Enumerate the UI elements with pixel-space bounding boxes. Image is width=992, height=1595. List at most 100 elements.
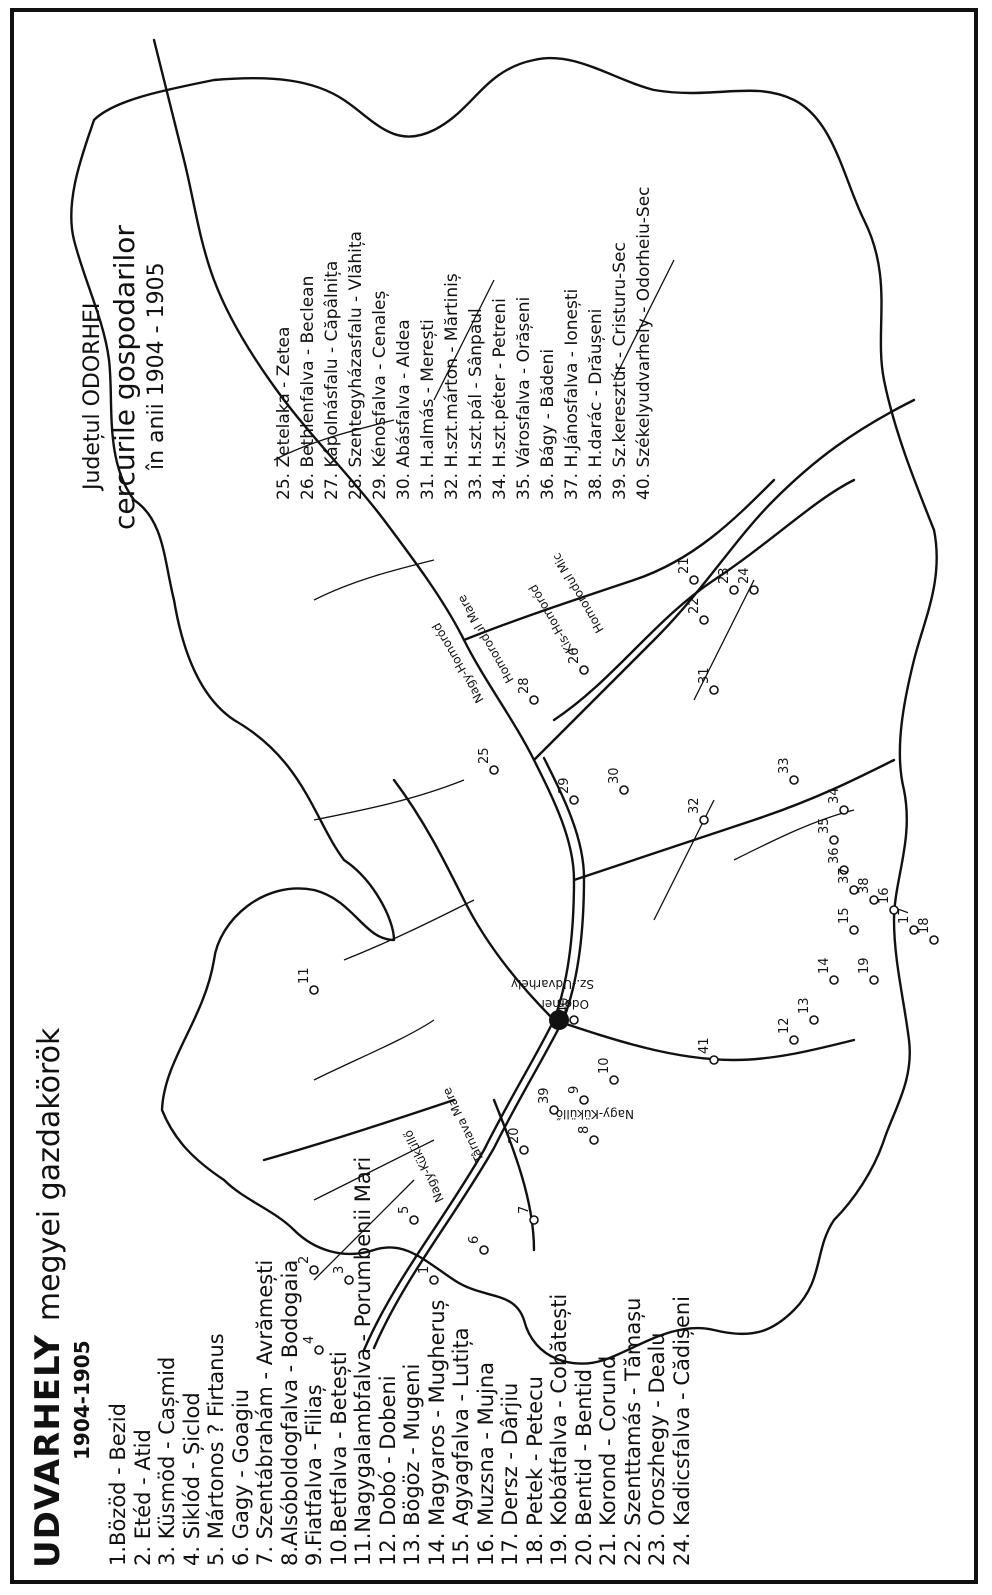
settlement-marker: [589, 1135, 599, 1145]
settlement-number: 30: [607, 767, 622, 784]
settlement-marker: [309, 985, 319, 995]
settlement-marker: [809, 1015, 819, 1025]
settlement-number: 12: [777, 1017, 792, 1034]
settlement-number: 19: [857, 957, 872, 974]
settlement-number: 6: [467, 1236, 482, 1244]
settlement-number: 26: [567, 647, 582, 664]
settlement-marker: [489, 765, 499, 775]
settlement-marker: [609, 1075, 619, 1085]
settlement-marker: [909, 925, 919, 935]
river-homorodul-mare: [532, 398, 916, 762]
settlement-marker: [309, 1265, 319, 1275]
settlement-number: 17: [897, 907, 912, 924]
road-3: [492, 1098, 536, 1252]
map-frame: [10, 8, 978, 1584]
tributary-6: [313, 559, 435, 601]
tributary-4: [343, 899, 475, 961]
settlement-number: 31: [697, 667, 712, 684]
settlement-number: 23: [717, 567, 732, 584]
river-label: Nagy-Küküllő: [401, 1128, 447, 1205]
settlement-number: 28: [517, 677, 532, 694]
settlement-number: 9: [567, 1086, 582, 1094]
tributary-12: [733, 809, 855, 861]
rotated-sheet: UDVARHELY megyei gazdakörök 1904-1905 Ju…: [14, 12, 976, 1580]
road-1: [392, 778, 556, 1022]
settlement-number: 34: [827, 787, 842, 804]
settlement-number: 41: [697, 1037, 712, 1054]
settlement-number: 33: [777, 757, 792, 774]
settlement-marker: [429, 1275, 439, 1285]
settlement-number: 5: [397, 1206, 412, 1214]
settlement-number: 2: [297, 1256, 312, 1264]
tributary-3: [313, 1019, 435, 1081]
settlement-marker: [889, 905, 899, 915]
settlement-marker: [849, 885, 859, 895]
road-5: [462, 478, 776, 642]
settlement-marker: [579, 665, 589, 675]
tributary-2: [313, 1139, 435, 1201]
settlement-number: 24: [737, 567, 752, 584]
settlement-marker: [709, 685, 719, 695]
settlement-number: 32: [687, 797, 702, 814]
settlement-number: 22: [687, 597, 702, 614]
settlement-marker: [569, 795, 579, 805]
settlement-number: 10: [597, 1057, 612, 1074]
town-label: Odorhei: [542, 997, 589, 1011]
settlement-number: 13: [797, 997, 812, 1014]
settlement-marker: [529, 1215, 539, 1225]
tributary-9: [693, 579, 755, 701]
settlement-number: 35: [817, 817, 832, 834]
settlement-marker: [519, 1145, 529, 1155]
settlement-number: 7: [517, 1206, 532, 1214]
tributary-8: [653, 799, 715, 921]
settlement-marker: [569, 1015, 579, 1025]
settlement-marker: [839, 805, 849, 815]
settlement-marker: [869, 895, 879, 905]
tributary-5: [313, 779, 465, 821]
settlement-marker: [749, 585, 759, 595]
settlement-marker: [839, 865, 849, 875]
settlement-number: 39: [537, 1087, 552, 1104]
settlement-marker: [689, 575, 699, 585]
tributary-7: [273, 419, 395, 461]
settlement-marker: [479, 1245, 489, 1255]
settlement-marker: [789, 1035, 799, 1045]
settlement-number: 37: [837, 867, 852, 884]
settlement-number: 8: [577, 1126, 592, 1134]
settlement-marker: [729, 585, 739, 595]
settlement-marker: [709, 1055, 719, 1065]
settlement-marker: [409, 1215, 419, 1225]
settlement-marker: [869, 975, 879, 985]
settlement-number: 25: [477, 747, 492, 764]
settlement-number: 38: [857, 877, 872, 894]
settlement-marker: [699, 615, 709, 625]
settlement-number: 29: [557, 777, 572, 794]
settlement-number: 16: [877, 887, 892, 904]
settlement-marker: [849, 925, 859, 935]
settlement-number: 4: [302, 1336, 317, 1344]
river-label: Târnava Mare: [440, 1085, 487, 1165]
settlement-marker: [829, 975, 839, 985]
tributary-10: [613, 259, 675, 381]
settlement-number: 11: [297, 967, 312, 984]
settlement-marker: [929, 935, 939, 945]
river-tarnava-mare: [152, 38, 576, 1352]
settlement-marker: [529, 695, 539, 705]
county-border: [70, 56, 938, 1365]
settlement-marker: [549, 1105, 559, 1115]
settlement-marker: [579, 1095, 589, 1105]
settlement-marker: [699, 815, 709, 825]
settlement-number: 14: [817, 957, 832, 974]
town-label: Nagy-Küküllő: [556, 1107, 634, 1121]
settlement-number: 1: [417, 1266, 432, 1274]
road-6: [262, 1098, 456, 1162]
settlement-number: 3: [332, 1266, 347, 1274]
settlement-marker: [789, 775, 799, 785]
settlement-number: 20: [507, 1127, 522, 1144]
town-label: Sz.-Udvarhely: [511, 977, 594, 991]
tributary-1: [313, 1179, 415, 1281]
